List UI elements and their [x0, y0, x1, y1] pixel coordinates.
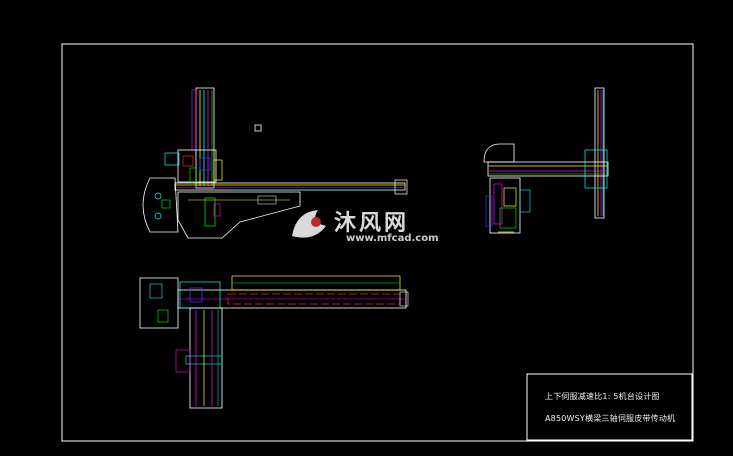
side-view: [483, 87, 609, 234]
top-view: [139, 275, 409, 409]
drawing-frame: [61, 43, 694, 442]
front-view: [142, 87, 408, 239]
title-block-line-1: 上下伺服减速比1: 5机台设计图: [545, 392, 660, 401]
watermark-brand: 沐风网: [334, 211, 410, 236]
title-block-line-2: A850WSY横梁三轴伺服皮带传动机: [545, 414, 676, 423]
watermark-url: www.mfcad.com: [346, 233, 439, 244]
title-block-border: [526, 373, 693, 441]
mfcad-logo-icon: [292, 210, 326, 238]
title-block: 上下伺服减速比1: 5机台设计图 A850WSY横梁三轴伺服皮带传动机: [527, 374, 692, 441]
watermark: 沐风网 www.mfcad.com: [284, 203, 454, 249]
